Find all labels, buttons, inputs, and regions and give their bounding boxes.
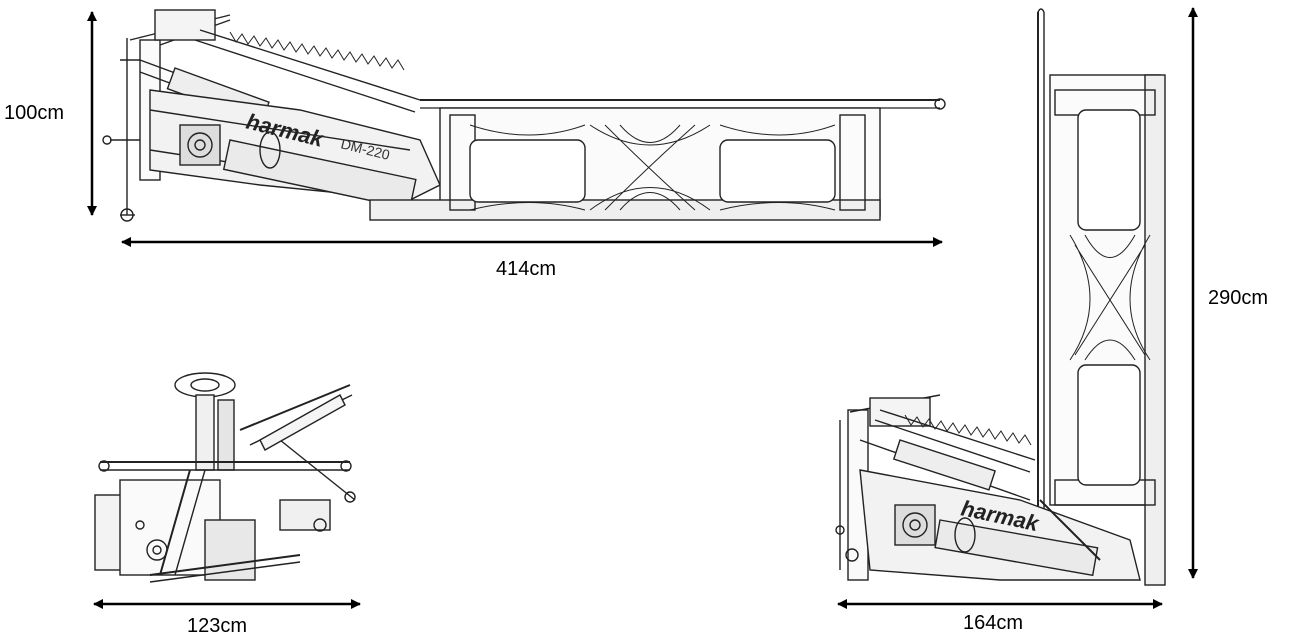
transport-width-label: 164cm <box>963 612 1024 634</box>
side-height-label: 100cm <box>4 102 65 124</box>
transport-height-label: 290cm <box>1208 287 1269 309</box>
front-width-label: 123cm <box>187 615 248 637</box>
side-view-working <box>102 9 946 222</box>
front-view <box>94 372 356 583</box>
side-length-label: 414cm <box>496 258 557 280</box>
side-view-transport <box>835 8 1166 586</box>
